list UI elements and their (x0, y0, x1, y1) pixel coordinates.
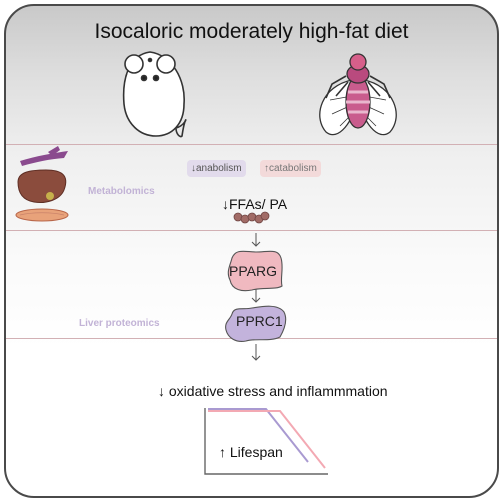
liver-icon (17, 169, 67, 203)
lifespan-label: ↑ Lifespan (219, 444, 283, 460)
survival-curve-purple (208, 408, 309, 463)
liver-proteomics-label: Liver proteomics (79, 318, 160, 329)
blood-vessel-icon (20, 146, 68, 166)
mouse-icon (122, 51, 187, 138)
fatty-acid-chain-icon (233, 211, 270, 224)
pparg-label: PPARG (229, 263, 277, 279)
flow-arrows (251, 233, 261, 361)
fly-icon (319, 53, 397, 136)
figure-frame: Isocaloric moderately high-fat diet ↓ana… (4, 4, 499, 498)
pprc1-node (225, 305, 287, 342)
pparg-node (227, 250, 283, 292)
muscle-icon (15, 208, 69, 222)
lifespan-survival-plot (204, 408, 328, 475)
pprc1-label: PPRC1 (236, 313, 283, 329)
divider-2 (6, 230, 497, 231)
metabolomics-label: Metabolomics (88, 186, 155, 197)
oxidative-stress-label: ↓ oxidative stress and inflammmation (158, 383, 388, 399)
anabolism-label: ↓anabolism (187, 160, 246, 177)
ffas-label: ↓FFAs/ PA (222, 196, 288, 212)
survival-curve-pink (208, 410, 326, 469)
divider-1 (6, 144, 497, 145)
figure-title: Isocaloric moderately high-fat diet (94, 20, 409, 43)
catabolism-label: ↑catabolism (260, 160, 321, 177)
